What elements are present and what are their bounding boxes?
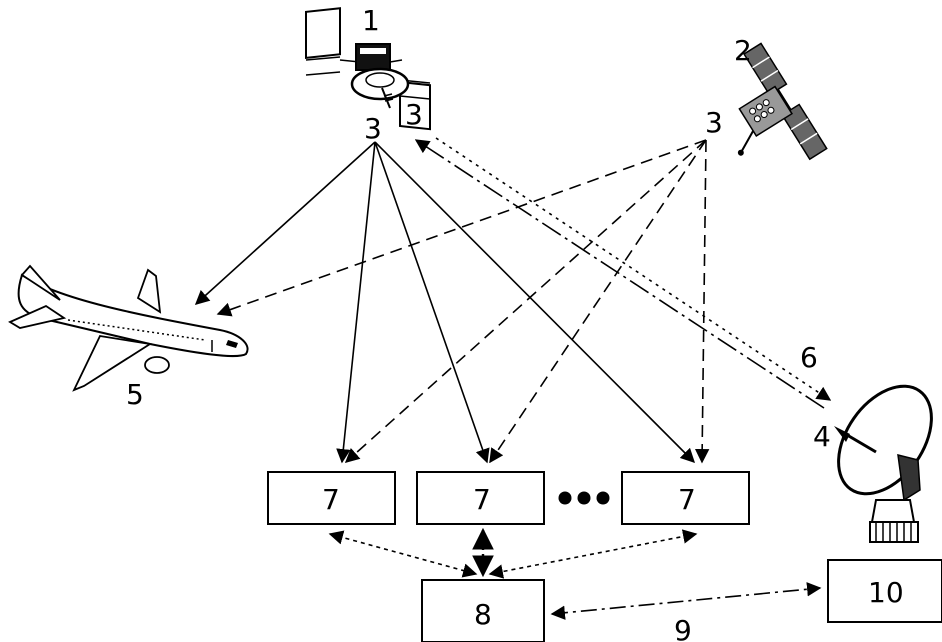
receiver-box-c <box>621 471 750 525</box>
ellipsis-dots-icon <box>558 491 610 505</box>
label-transponder-sat2: 3 <box>705 106 723 139</box>
receiver-central-links <box>328 527 698 579</box>
satellite-2-links <box>216 139 710 464</box>
dotted-link-6 <box>435 137 832 401</box>
label-control-center: 10 <box>868 576 904 609</box>
central-station-box <box>421 579 545 642</box>
data-link-9-line <box>550 582 822 620</box>
aircraft-icon <box>8 264 249 392</box>
label-receiver-b: 7 <box>473 483 491 516</box>
satellite-1-links <box>194 141 696 464</box>
label-aircraft: 5 <box>126 378 144 411</box>
label-ground-antenna: 4 <box>813 420 831 453</box>
satellite-1-icon <box>305 7 431 131</box>
label-receiver-a: 7 <box>322 483 340 516</box>
control-center-box <box>827 559 942 623</box>
label-satellite-2: 2 <box>734 34 752 67</box>
label-transponder-sat1-link: 3 <box>405 98 423 131</box>
antenna-uplink-line <box>414 139 825 409</box>
label-data-link: 9 <box>674 614 692 642</box>
ground-antenna-icon <box>834 384 933 543</box>
label-receiver-c: 7 <box>678 483 696 516</box>
receiver-box-a <box>267 471 396 525</box>
label-central-station: 8 <box>474 598 492 631</box>
label-satellite-1: 1 <box>362 4 380 37</box>
receiver-box-b <box>416 471 545 525</box>
label-transponder-sat1: 3 <box>364 112 382 145</box>
label-uplink: 6 <box>800 341 818 374</box>
satellite-2-icon <box>737 42 828 161</box>
